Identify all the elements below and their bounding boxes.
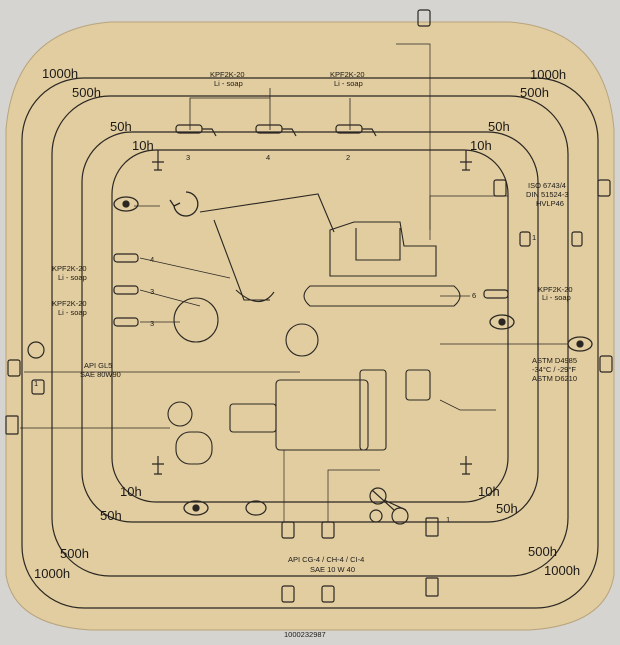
label-10h-bottom-left: 10h	[120, 484, 142, 499]
label-10h-bottom-right: 10h	[478, 484, 500, 499]
count-6-right: 6	[472, 291, 476, 300]
coolant-astm-label: ASTM D4985	[532, 356, 577, 365]
label-500h-bottom-right: 500h	[528, 544, 557, 559]
grease-gun-left-icon	[113, 253, 139, 327]
label-50h-top-left: 50h	[110, 119, 132, 134]
count-2-top: 2	[346, 153, 350, 162]
grease-gun-right-icon	[483, 289, 509, 299]
lube-label-left-1-kpf: KPF2K-20	[52, 264, 87, 273]
frame-1000h	[21, 77, 599, 609]
count-4-left: 4	[150, 255, 154, 264]
coolant-temp-label: -34°C / -29°F	[532, 365, 576, 374]
oil-can-icon	[7, 9, 613, 603]
lube-label-left-2-kpf: KPF2K-20	[52, 299, 87, 308]
label-10h-top-left: 10h	[132, 138, 154, 153]
label-500h-top-right: 500h	[520, 85, 549, 100]
engine-oil-sae-label: SAE 10 W 40	[310, 565, 355, 574]
label-1000h-top-left: 1000h	[42, 66, 78, 81]
gear-oil-sae-label: SAE 80W90	[80, 370, 121, 379]
count-3-top: 3	[186, 153, 190, 162]
lube-label-right-kpf: KPF2K-20	[538, 285, 573, 294]
count-3-left-a: 3	[150, 287, 154, 296]
part-number: 1000232987	[284, 630, 326, 639]
hydraulic-iso-label: ISO 6743/4	[528, 181, 566, 190]
label-1000h-bottom-right: 1000h	[544, 563, 580, 578]
label-1000h-top-right: 1000h	[530, 67, 566, 82]
hydraulic-din-label: DIN 51524-3	[526, 190, 569, 199]
gear-oil-api-label: API GL5	[84, 361, 112, 370]
count-1-fuel: 1	[446, 515, 450, 524]
frame-500h	[51, 95, 569, 577]
excavator-illustration	[173, 193, 461, 357]
engine-oil-api-label: API CG-4 / CH-4 / CI-4	[288, 555, 364, 564]
engine-illustration	[167, 369, 431, 465]
frame-50h	[81, 131, 539, 523]
label-1000h-bottom-left: 1000h	[34, 566, 70, 581]
grease-gun-icon	[175, 124, 377, 137]
lube-label-left-1-soap: Li - soap	[58, 273, 87, 282]
count-1-hydraulic-a: 1	[532, 233, 536, 242]
label-50h-top-right: 50h	[488, 119, 510, 134]
label-500h-top-left: 500h	[72, 85, 101, 100]
label-50h-bottom-right: 50h	[496, 501, 518, 516]
count-3-left-b: 3	[150, 319, 154, 328]
label-500h-bottom-left: 500h	[60, 546, 89, 561]
label-10h-top-right: 10h	[470, 138, 492, 153]
rotation-arrow-icon	[169, 191, 199, 217]
leader-lines	[20, 43, 568, 522]
frame-10h	[111, 149, 509, 503]
lube-label-top-1-kpf: KPF2K-20	[210, 70, 245, 79]
belt-pulley-icon	[369, 487, 409, 525]
fuel-pump-icon	[5, 415, 439, 597]
filter-icon	[27, 341, 267, 516]
lube-label-top-2-soap: Li - soap	[334, 79, 363, 88]
label-50h-bottom-left: 50h	[100, 508, 122, 523]
lube-label-top-2-kpf: KPF2K-20	[330, 70, 365, 79]
hydraulic-hvlp-label: HVLP46	[536, 199, 564, 208]
lube-label-left-2-soap: Li - soap	[58, 308, 87, 317]
count-1-gear: 1	[34, 379, 38, 388]
lube-label-right-soap: Li - soap	[542, 293, 571, 302]
eye-icon	[113, 196, 593, 516]
lube-label-top-1-soap: Li - soap	[214, 79, 243, 88]
grease-nipple-icon	[152, 150, 472, 475]
coolant-astm2-label: ASTM D6210	[532, 374, 577, 383]
count-4-top: 4	[266, 153, 270, 162]
